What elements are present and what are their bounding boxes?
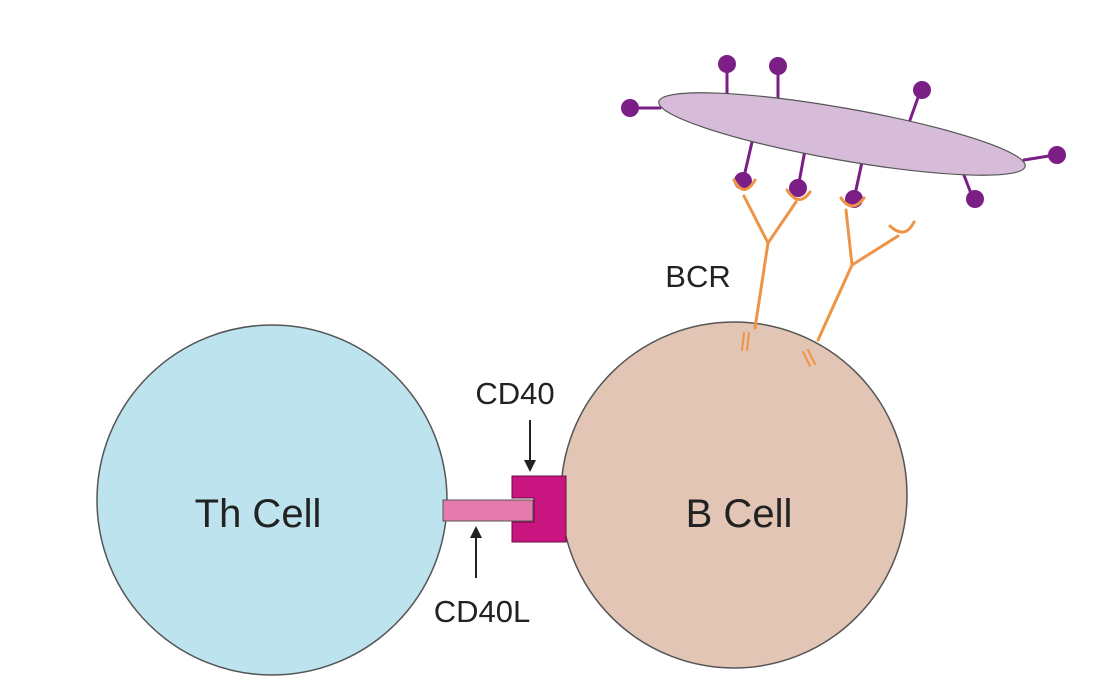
cd40l-arrow (470, 526, 482, 578)
bcr-label: BCR (665, 259, 730, 294)
cd40l-ligand (442, 499, 534, 522)
b-cell: B Cell (560, 321, 908, 669)
b-cell-label: B Cell (686, 492, 793, 536)
th-cell-label: Th Cell (195, 492, 322, 536)
bcr-2 (802, 196, 916, 367)
cd40l-label: CD40L (434, 594, 531, 629)
th-cell: Th Cell (96, 324, 448, 676)
antigen-body (658, 92, 1026, 176)
epitopes (621, 55, 1066, 208)
antigen (621, 55, 1066, 208)
cd40-label: CD40 (475, 376, 554, 411)
cd40-arrow (524, 420, 536, 472)
bcr-receptors (732, 178, 916, 367)
bcr-1 (732, 178, 812, 351)
cd40-receptor (511, 475, 567, 543)
